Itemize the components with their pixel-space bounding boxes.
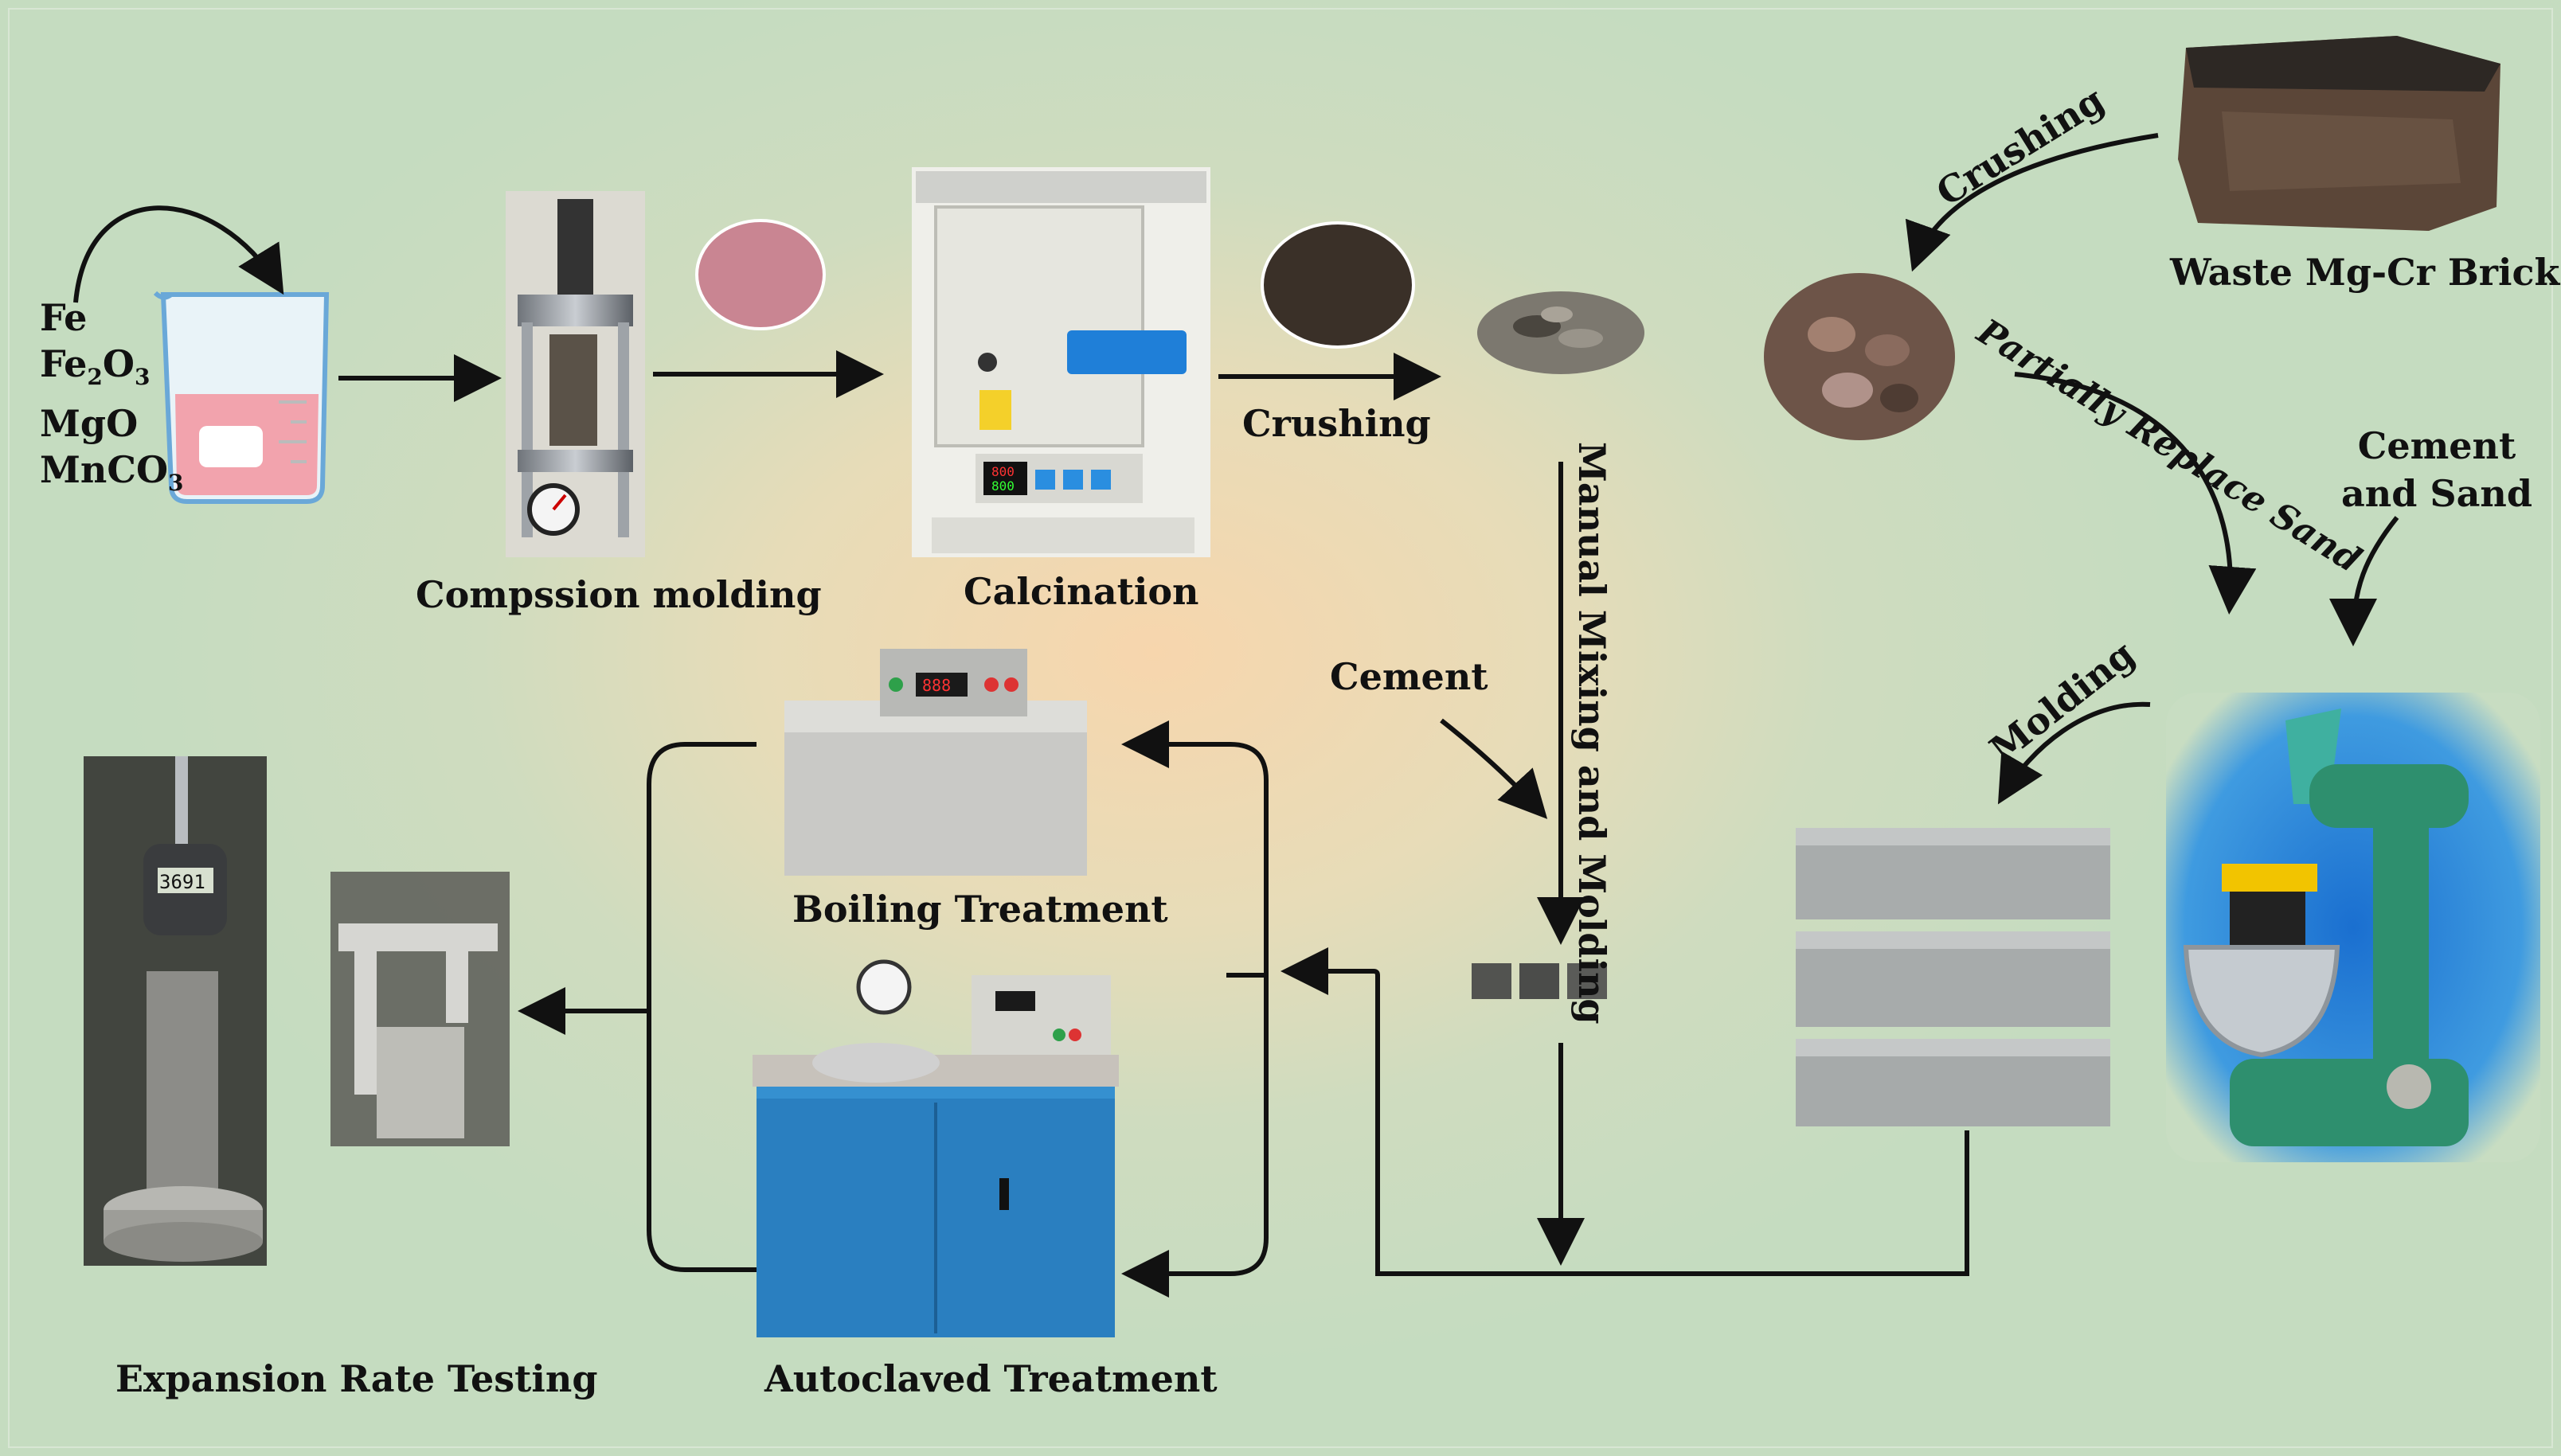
- arrow-cement-in: [1440, 718, 1548, 819]
- label-crushing: Crushing: [1242, 402, 1431, 445]
- arrow-molding: [1997, 701, 2151, 805]
- svg-text:800: 800: [991, 478, 1015, 494]
- press-machine-icon: [506, 191, 645, 557]
- reagent-mgo: MgO: [40, 402, 139, 446]
- label-crushing-brick: Crushing: [1929, 78, 2111, 214]
- beaker-icon: [153, 291, 330, 504]
- dark-pellet-icon: [1261, 221, 1415, 349]
- brick-aggregate-icon: [1764, 273, 1955, 440]
- label-calcination: Calcination: [964, 570, 1199, 613]
- label-compression: Compssion molding: [416, 573, 822, 616]
- arrow-cement-sand: [2329, 516, 2399, 646]
- gauge-reading: 3691: [159, 871, 205, 893]
- diagram-frame: [8, 8, 2553, 1448]
- label-autoclaved: Autoclaved Treatment: [764, 1357, 1218, 1400]
- reagent-fe2o3: Fe2O3: [40, 342, 151, 391]
- autoclave-icon: [753, 959, 1119, 1337]
- mortar-cubes-icon: [1472, 963, 1607, 999]
- label-expansion: Expansion Rate Testing: [115, 1357, 598, 1400]
- label-boiling: Boiling Treatment: [792, 888, 1168, 931]
- label-cement-sand: Cement and Sand: [2340, 424, 2533, 515]
- arrow-loop-right-top: [1121, 720, 1269, 978]
- label-molding: Molding: [1982, 632, 2143, 771]
- svg-text:800: 800: [991, 464, 1015, 479]
- arrow-slabs-return: [1280, 947, 1969, 1276]
- furnace-icon: 800 800: [912, 167, 1210, 557]
- caliper-icon: [330, 872, 510, 1146]
- arrow-crushing-brick: [1905, 133, 2159, 272]
- reagent-fe: Fe: [40, 296, 88, 339]
- label-cement: Cement: [1330, 655, 1488, 698]
- boiling-box-icon: 888: [784, 649, 1087, 876]
- svg-text:888: 888: [922, 676, 951, 695]
- reagent-mnco3: MnCO3: [40, 448, 184, 497]
- pink-pellet-icon: [695, 219, 826, 330]
- label-waste-brick: Waste Mg-Cr Brick: [2170, 251, 2560, 294]
- label-partially-replace: Partially Replace Sand: [1969, 310, 2367, 581]
- flow-arrows: [338, 133, 2399, 1298]
- arrow-partially-replace: [2014, 372, 2257, 615]
- arrow-loop-right-bottom: [1121, 975, 1269, 1298]
- crushed-aggregate-icon: [1477, 291, 1644, 374]
- dial-gauge-icon: 3691: [84, 756, 267, 1266]
- label-manual-mixing: Manual Mixing and Molding: [1570, 442, 1613, 1025]
- arrow-loop-left: [647, 742, 757, 1272]
- mortar-mixer-icon: [2166, 693, 2540, 1162]
- reagent-curved-arrow: [73, 205, 284, 303]
- reagent-list: Fe Fe2O3 MgO MnCO3: [40, 295, 184, 506]
- mortar-slabs-icon: [1796, 828, 2110, 1126]
- waste-brick-icon: [2178, 36, 2500, 231]
